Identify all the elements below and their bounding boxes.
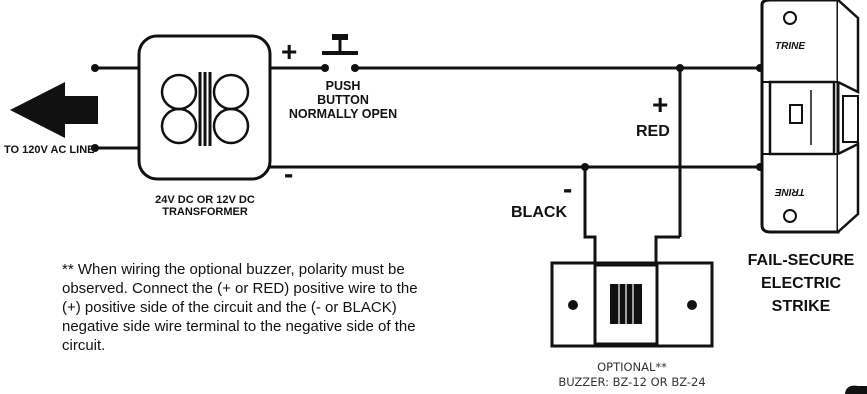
note-line-4: negative side wire terminal to the negat…: [62, 318, 416, 335]
transformer-label: 24V DC OR 12V DC TRANSFORMER: [142, 194, 268, 218]
ac-terminal-bottom: [91, 144, 99, 152]
note-line-3: (+) positive side of the circuit and the…: [62, 299, 397, 316]
electric-strike-illustration: [760, 0, 867, 394]
strike-label-line-1: FAIL-SECURE: [747, 252, 855, 269]
strike-label-line-2: ELECTRIC: [761, 275, 841, 292]
push-button-label-line-1: PUSH: [325, 79, 361, 93]
ac-line-label: TO 120V AC LINE: [4, 144, 95, 156]
red-plus-sign: +: [652, 89, 669, 120]
red-wire-label: RED: [636, 123, 670, 140]
black-wire: [583, 167, 597, 263]
note-line-2: observed. Connect the (+ or RED) positiv…: [62, 280, 418, 297]
buzzer-symbol: [550, 261, 714, 348]
note-line-1: ** When wiring the optional buzzer, pola…: [62, 261, 405, 278]
ac-terminal-top: [91, 64, 99, 72]
buzzer-caption-line-2: BUZZER: BZ-12 OR BZ-24: [558, 375, 706, 389]
black-wire-label: BLACK: [511, 204, 567, 221]
black-minus-sign: -: [563, 173, 573, 204]
strike-label-line-3: STRIKE: [771, 298, 831, 315]
push-button-label: PUSH BUTTON NORMALLY OPEN: [288, 79, 398, 121]
negative-junction: [581, 163, 589, 171]
push-button-label-line-2: BUTTON: [317, 93, 369, 107]
note-line-5: circuit.: [62, 337, 106, 354]
buzzer-polarity-note: ** When wiring the optional buzzer, pola…: [62, 260, 512, 355]
strike-label: FAIL-SECURE ELECTRIC STRIKE: [741, 249, 861, 318]
push-button-label-line-3: NORMALLY OPEN: [288, 107, 398, 121]
transformer-label-line-1: 24V DC OR 12V DC: [155, 194, 255, 206]
push-button-icon: [321, 34, 359, 72]
positive-junction: [676, 64, 684, 72]
buzzer-caption-line-1: OPTIONAL**: [597, 360, 667, 374]
transformer-label-line-2: TRANSFORMER: [162, 206, 248, 218]
red-wire-buzzer: [654, 235, 680, 263]
strike-brand-label-bottom: TRINE: [775, 186, 805, 197]
ac-line-arrow-icon: [10, 82, 98, 138]
buzzer-caption: OPTIONAL** BUZZER: BZ-12 OR BZ-24: [537, 360, 727, 390]
transformer-symbol: [137, 34, 272, 181]
transformer-plus-sign: +: [281, 36, 298, 67]
transformer-minus-sign: -: [284, 158, 294, 189]
strike-brand-label-top: TRINE: [775, 41, 805, 52]
